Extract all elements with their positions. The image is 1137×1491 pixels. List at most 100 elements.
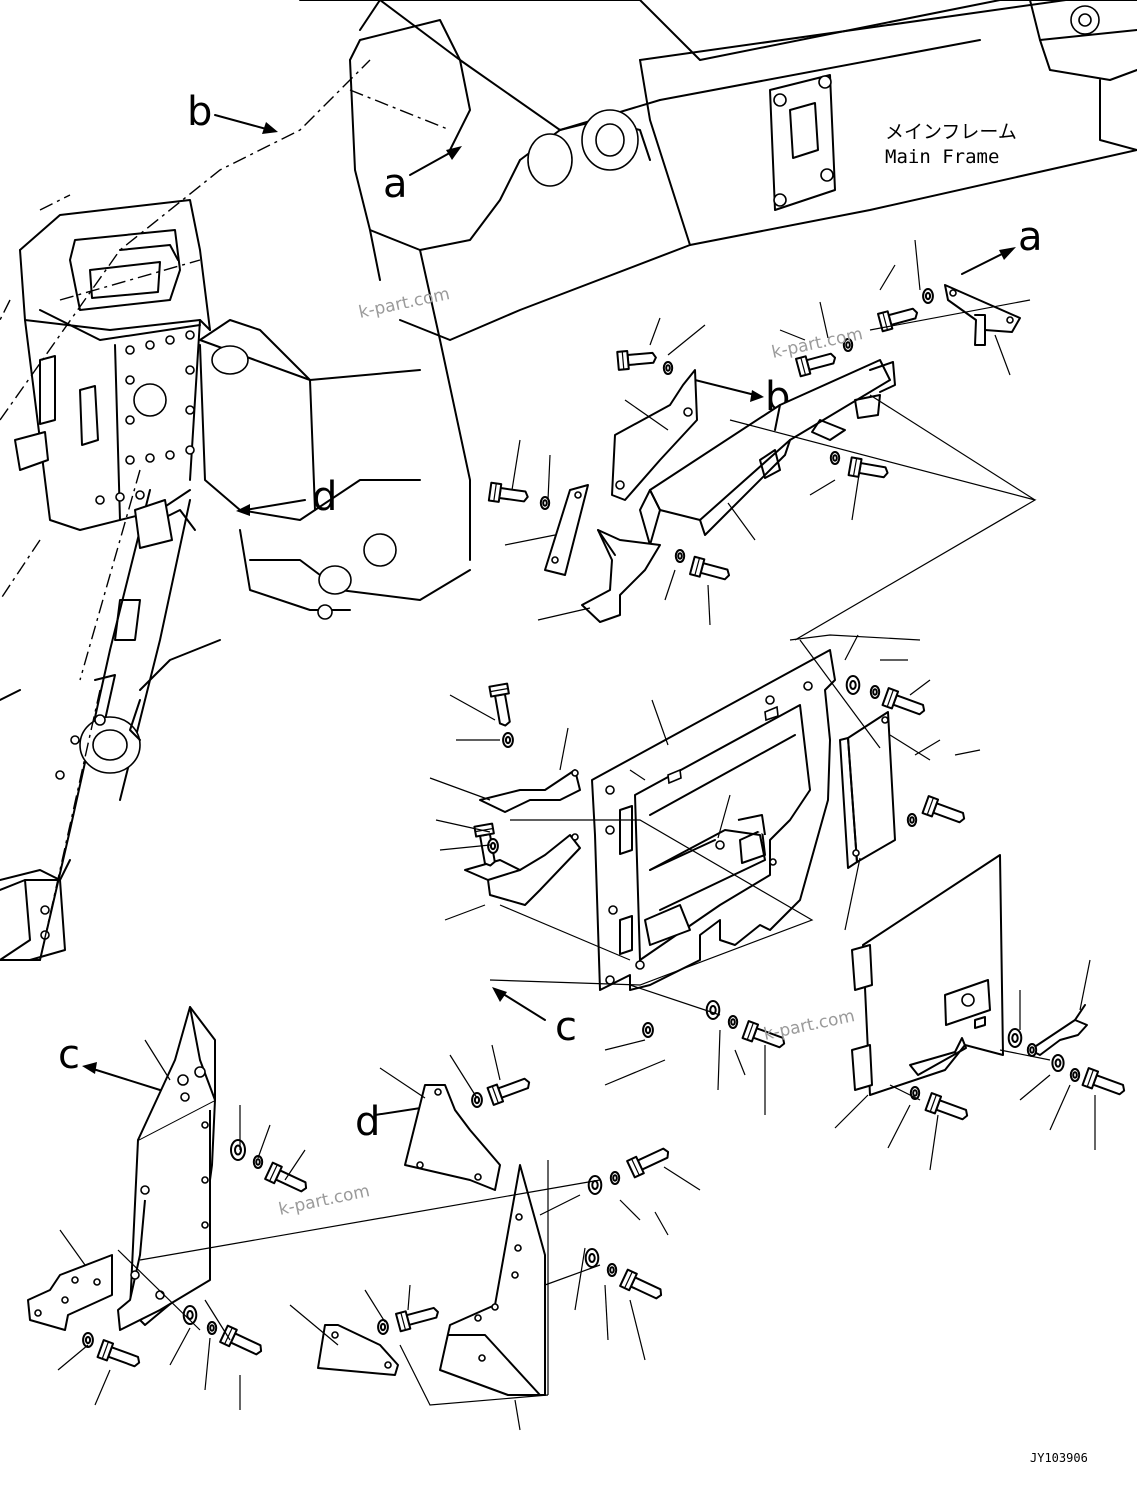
drawing-code: JY103906 xyxy=(1030,1451,1088,1465)
leader-line xyxy=(727,502,756,541)
main-frame-label-en: Main Frame xyxy=(885,146,999,168)
leader-line xyxy=(879,264,896,291)
washer-icon xyxy=(906,813,918,827)
leader-line xyxy=(289,1304,339,1346)
bolt-icon xyxy=(487,481,529,503)
leader-line xyxy=(449,694,496,721)
leader-line xyxy=(667,324,706,356)
bolt-icon xyxy=(486,1077,531,1106)
leader-line xyxy=(734,1049,746,1076)
leader-line xyxy=(379,1067,426,1099)
leader-line xyxy=(204,1337,211,1391)
washer-icon xyxy=(909,1086,921,1100)
ref-letter-d-cover: d xyxy=(355,1099,380,1145)
washer-icon xyxy=(82,1332,94,1348)
bolt-icon xyxy=(1081,1067,1126,1096)
washer-icon xyxy=(1051,1054,1065,1072)
main-frame-assembly xyxy=(0,0,1137,961)
washer-icon xyxy=(471,1092,483,1108)
washer-icon xyxy=(845,675,861,695)
washer-icon xyxy=(502,732,514,748)
washer-icon xyxy=(642,1022,654,1038)
washer-icon xyxy=(609,1171,621,1185)
leader-line xyxy=(1019,1074,1051,1101)
washer-icon xyxy=(606,1263,618,1277)
bolt-icon xyxy=(395,1306,439,1333)
ref-letter-b-frame: b xyxy=(187,89,212,135)
washer-icon xyxy=(674,549,686,563)
bolt-icon xyxy=(924,1092,969,1121)
ref-letter-c-panel: c xyxy=(555,1004,577,1050)
bolt-icon xyxy=(96,1339,141,1368)
leader-line xyxy=(284,1149,306,1181)
leader-line xyxy=(994,334,1011,376)
leader-line xyxy=(809,479,836,496)
leader-line xyxy=(429,777,491,801)
watermark-1: k-part.com xyxy=(357,284,452,323)
leader-line xyxy=(851,467,861,521)
washer-icon xyxy=(829,451,841,465)
leader-line xyxy=(547,454,551,501)
leader-line xyxy=(604,1284,609,1341)
washer-icon xyxy=(539,496,551,510)
main-frame-label-jp: メインフレーム xyxy=(885,121,1017,143)
leader-line xyxy=(439,844,491,851)
leader-line xyxy=(954,749,981,756)
ref-letter-c-cover: c xyxy=(58,1032,80,1078)
washer-icon xyxy=(922,288,934,304)
washer-icon xyxy=(230,1139,246,1161)
washer-icon xyxy=(1007,1028,1023,1048)
leader-line xyxy=(649,317,661,346)
leader-line xyxy=(504,534,556,546)
leader-line xyxy=(819,301,829,339)
leader-line xyxy=(1049,1084,1071,1131)
leader-line xyxy=(257,1124,271,1159)
leader-lines xyxy=(57,239,1096,1431)
bolt-icon xyxy=(616,350,657,371)
lower-left-cover-assembly xyxy=(27,1006,546,1396)
leader-line xyxy=(559,727,569,771)
leader-line xyxy=(169,1327,191,1366)
main-panel-assembly xyxy=(464,649,1088,1096)
leader-line xyxy=(604,1039,646,1051)
leader-line xyxy=(511,439,521,491)
leader-line xyxy=(624,399,669,431)
washer-icon xyxy=(182,1305,198,1325)
washer-icon xyxy=(869,685,881,699)
leader-line xyxy=(779,329,806,341)
leader-line xyxy=(664,569,676,601)
upper-bracket-assembly xyxy=(544,284,1021,623)
washer-icon xyxy=(705,1000,721,1020)
leader-line xyxy=(1079,959,1091,1011)
leader-line xyxy=(914,239,921,291)
washer-icon xyxy=(584,1248,600,1268)
washer-icon xyxy=(587,1175,603,1195)
washer-icon xyxy=(487,838,499,854)
bolt-icon xyxy=(877,307,919,333)
leader-line xyxy=(663,1166,701,1191)
leader-line xyxy=(514,1399,521,1431)
leader-line xyxy=(914,739,941,756)
fasteners xyxy=(82,288,1126,1368)
bolt-icon xyxy=(473,822,496,867)
tower-holes xyxy=(95,330,195,505)
leader-line xyxy=(435,819,491,833)
leader-line xyxy=(144,1039,171,1081)
leader-line xyxy=(629,1299,646,1361)
leader-line xyxy=(574,1247,586,1311)
leader-line xyxy=(444,904,486,921)
leader-line xyxy=(707,584,711,626)
leader-line xyxy=(654,1211,669,1236)
leader-line xyxy=(651,699,669,746)
leader-line xyxy=(59,1229,86,1266)
leader-line xyxy=(929,1114,939,1171)
bolt-icon xyxy=(488,682,511,727)
leader-line xyxy=(537,607,591,621)
leader-line xyxy=(94,1369,111,1406)
leader-line xyxy=(717,1029,721,1091)
leader-line xyxy=(57,1344,89,1371)
washer-icon xyxy=(842,338,854,352)
bolt-icon xyxy=(741,1020,786,1049)
washer-icon xyxy=(662,361,674,375)
